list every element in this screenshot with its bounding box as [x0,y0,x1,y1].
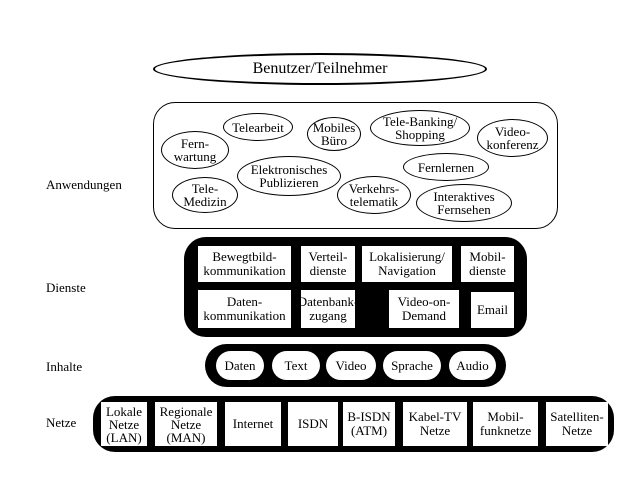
netz-man: Regionale Netze (MAN) [155,402,217,446]
netz-internet: Internet [225,402,281,446]
netz-lan: Lokale Netze (LAN) [101,402,147,446]
dienst-datenkommunikation: Daten- kommunikation [198,290,291,328]
anwendung-elektronisches-publizieren: Elektronisches Publizieren [237,156,341,196]
inhalt-sprache: Sprache [383,351,441,380]
inhalt-audio: Audio [449,351,496,380]
anwendung-verkehrstelematik: Verkehrs- telematik [337,176,411,214]
inhalt-daten: Daten [216,351,264,380]
netz-b-isdn: B-ISDN (ATM) [343,402,395,446]
dienst-video-on-demand: Video-on- Demand [389,290,459,328]
dienst-mobildienste: Mobil- dienste [461,246,514,282]
dienst-datenbankzugang: Datenbank- zugang [298,290,358,328]
anwendung-videokonferenz: Video- konferenz [477,119,548,157]
row-label-anwendungen: Anwendungen [46,177,122,192]
user-label: Benutzer/Teilnehmer [252,60,388,77]
netz-satellitennetze: Satelliten- Netze [546,402,608,446]
anwendung-fernlernen: Fernlernen [403,153,489,181]
anwendung-telemedizin: Tele- Medizin [172,177,238,213]
dienst-email: Email [471,292,514,328]
anwendung-mobiles-buero: Mobiles Büro [307,117,361,151]
user-ellipse: Benutzer/Teilnehmer [153,53,487,85]
row-label-inhalte: Inhalte [46,359,83,374]
anwendung-fernwartung: Fern- wartung [161,131,229,169]
inhalt-text: Text [272,351,320,380]
anwendungen-box [153,102,558,229]
dienst-verteildienste: Verteil- dienste [301,246,355,282]
dienst-bewegtbildkommunikation: Bewegtbild- kommunikation [198,246,291,282]
netz-kabel-tv: Kabel-TV Netze [403,402,467,446]
anwendung-telearbeit: Telearbeit [223,113,293,141]
dienst-lokalisierung-navigation: Lokalisierung/ Navigation [362,246,452,282]
row-label-netze: Netze [46,415,77,430]
anwendung-tele-banking: Tele-Banking/ Shopping [370,110,470,146]
inhalt-video: Video [326,351,376,380]
netz-isdn: ISDN [288,402,338,446]
row-label-dienste: Dienste [46,280,86,295]
anwendung-interaktives-fernsehen: Interaktives Fernsehen [416,184,512,222]
netz-mobilfunknetze: Mobil- funknetze [473,402,538,446]
